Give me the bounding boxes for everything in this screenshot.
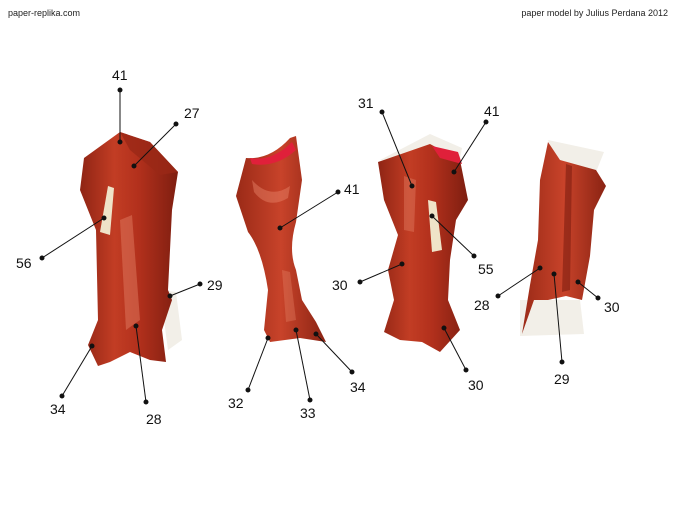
piece-3-body	[378, 144, 468, 352]
label: 55	[478, 261, 494, 277]
label: 31	[358, 95, 374, 111]
label: 28	[474, 297, 490, 313]
piece-4	[520, 140, 606, 336]
highlight	[562, 164, 572, 292]
label: 41	[112, 67, 128, 83]
piece-2	[236, 136, 326, 342]
label: 30	[468, 377, 484, 393]
label: 29	[554, 371, 570, 387]
label: 30	[604, 299, 620, 315]
label: 28	[146, 411, 162, 427]
label-texts: 41 27 56 29 34 28 41 32 33 34 31 41 55 3…	[16, 67, 620, 427]
cream-strip	[428, 200, 442, 252]
label: 34	[50, 401, 66, 417]
piece-2-body	[236, 136, 326, 342]
label: 41	[484, 103, 500, 119]
inner-rim	[432, 146, 462, 164]
piece-1-fold	[120, 132, 178, 175]
piece-3	[378, 134, 468, 352]
label: 56	[16, 255, 32, 271]
site-name: paper-replika.com	[8, 8, 81, 18]
label: 41	[344, 181, 360, 197]
label: 27	[184, 105, 200, 121]
piece-1	[80, 132, 182, 366]
paper-edge	[548, 140, 604, 172]
highlight	[120, 215, 140, 330]
label: 29	[207, 277, 223, 293]
cream-strip	[100, 186, 114, 235]
inner-rim	[250, 142, 296, 165]
model-credit: paper model by Julius Perdana 2012	[521, 8, 668, 18]
label: 33	[300, 405, 316, 421]
label: 34	[350, 379, 366, 395]
highlight	[282, 270, 296, 322]
highlight	[252, 180, 290, 203]
labels	[39, 87, 601, 405]
paper-edge	[520, 300, 584, 336]
label: 30	[332, 277, 348, 293]
highlight	[404, 176, 416, 232]
label: 32	[228, 395, 244, 411]
